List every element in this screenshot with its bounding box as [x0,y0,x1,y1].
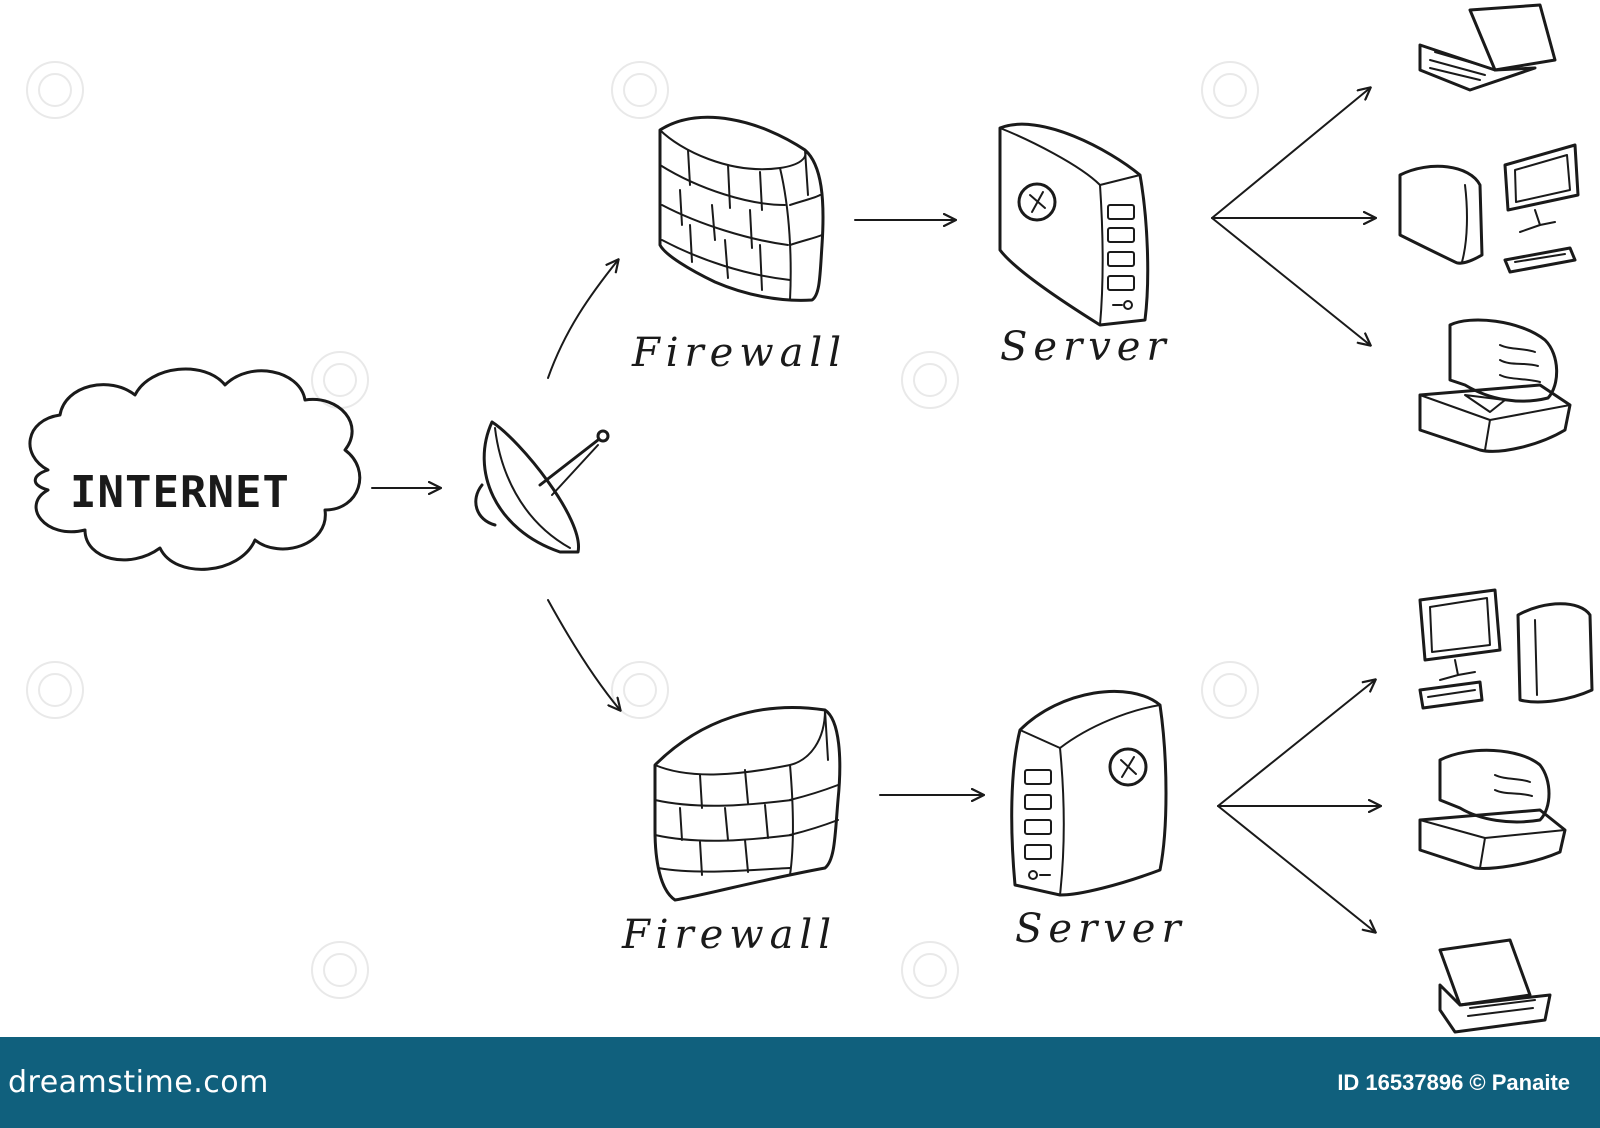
arrow-dish-to-firewall-bottom [547,599,620,710]
fanout-arrows-top [1211,88,1375,345]
watermark-pattern [26,61,1259,999]
network-diagram: INTERNET Firewall [26,3,1594,1034]
arrow-dish-to-firewall-top [547,260,618,379]
server-bottom: Server [1010,689,1187,952]
internet-label: INTERNET [70,467,290,518]
firewall-icon [653,706,842,902]
firewall-top-label: Firewall [631,330,847,376]
fanout-arrows-bottom [1217,680,1380,932]
firewall-icon [658,115,825,302]
server-top-label: Server [1000,324,1172,370]
cloud-icon [28,367,362,571]
laptop-icon [1438,938,1552,1034]
firewall-bottom: Firewall [621,706,842,958]
server-icon [1010,689,1168,897]
laptop-icon [1418,3,1557,92]
desktop-computer-icon [1418,588,1594,710]
server-top: Server [998,122,1172,370]
image-credit: ID 16537896 © Panaite [1337,1069,1570,1095]
desktop-computer-icon [1398,143,1580,274]
firewall-bottom-label: Firewall [621,912,837,958]
server-icon [998,122,1150,327]
workstation-icon [1418,318,1572,453]
firewall-top: Firewall [631,115,847,376]
satellite-dish-icon [474,420,610,554]
server-bottom-label: Server [1015,906,1187,952]
brand-watermark[interactable]: dreamstime.com [8,1065,269,1100]
footer-bar: dreamstime.com ID 16537896 © Panaite [0,1037,1600,1128]
workstation-icon [1418,748,1567,870]
internet-cloud: INTERNET [28,367,362,571]
